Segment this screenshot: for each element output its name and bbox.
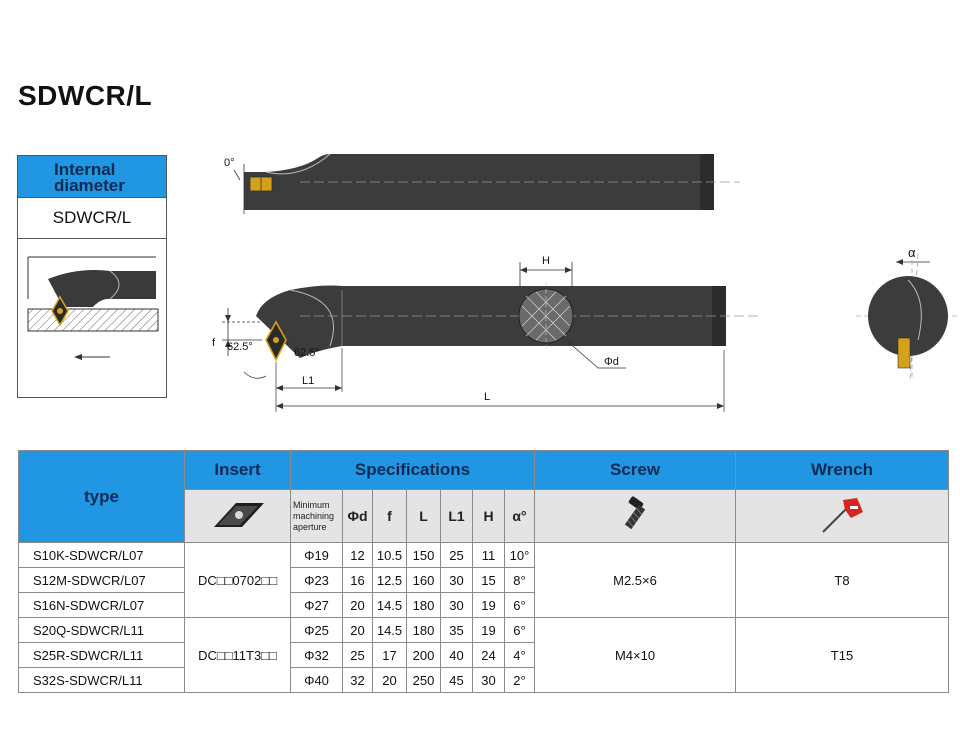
- row-1-type: S10K-SDWCR/L07: [18, 542, 185, 568]
- header-insert: Insert: [184, 450, 291, 490]
- row-2-l: 160: [406, 567, 441, 593]
- card-code: SDWCR/L: [18, 198, 166, 239]
- dim-l-label: L: [484, 391, 490, 403]
- row-3-alpha: 6°: [504, 592, 535, 618]
- row-2-phid: 16: [342, 567, 373, 593]
- row-1-phid: 12: [342, 542, 373, 568]
- col-min-aperture: Minimum machining aperture: [290, 489, 343, 543]
- row-4-l1: 35: [440, 617, 473, 643]
- screw-image-cell: [534, 489, 736, 543]
- row-5-h: 24: [472, 642, 505, 668]
- header-specifications: Specifications: [290, 450, 535, 490]
- dim-phid-label: Φd: [604, 356, 619, 368]
- row-5-alpha: 4°: [504, 642, 535, 668]
- header-screw: Screw: [534, 450, 736, 490]
- col-phid: Φd: [342, 489, 373, 543]
- row-1-l: 150: [406, 542, 441, 568]
- wrench-icon: [822, 497, 863, 533]
- application-card: Internal diameter SDWCR/L: [17, 155, 167, 398]
- row-4-l: 180: [406, 617, 441, 643]
- row-5-l1: 40: [440, 642, 473, 668]
- col-l: L: [406, 489, 441, 543]
- col-f: f: [372, 489, 407, 543]
- row-3-phid: 20: [342, 592, 373, 618]
- card-header: Internal diameter: [18, 156, 166, 198]
- row-3-l: 180: [406, 592, 441, 618]
- group-1-insert: DC□□0702□□: [184, 542, 291, 618]
- group-2-wrench: T15: [735, 617, 949, 693]
- row-2-type: S12M-SDWCR/L07: [18, 567, 185, 593]
- row-1-h: 11: [472, 542, 505, 568]
- angle-zero-label: 0°: [224, 157, 235, 169]
- row-3-type: S16N-SDWCR/L07: [18, 592, 185, 618]
- row-5-aperture: Φ32: [290, 642, 343, 668]
- row-6-h: 30: [472, 667, 505, 693]
- row-6-type: S32S-SDWCR/L11: [18, 667, 185, 693]
- dim-h-label: H: [542, 255, 550, 267]
- row-2-alpha: 8°: [504, 567, 535, 593]
- group-1-screw: M2.5×6: [534, 542, 736, 618]
- group-2-insert: DC□□11T3□□: [184, 617, 291, 693]
- spec-table: type Insert Specifications Screw Wrench …: [18, 450, 949, 693]
- row-1-aperture: Φ19: [290, 542, 343, 568]
- col-l1: L1: [440, 489, 473, 543]
- header-type: type: [18, 450, 185, 543]
- row-4-alpha: 6°: [504, 617, 535, 643]
- row-3-aperture: Φ27: [290, 592, 343, 618]
- row-6-phid: 32: [342, 667, 373, 693]
- angle-right-label: 62.5°: [294, 347, 320, 359]
- wrench-image-cell: [735, 489, 949, 543]
- technical-drawing: 0° H Φd f 62.5° 62.5° L1: [212, 153, 960, 412]
- row-4-h: 19: [472, 617, 505, 643]
- page-title: SDWCR/L: [18, 80, 153, 111]
- row-5-f: 17: [372, 642, 407, 668]
- row-5-type: S25R-SDWCR/L11: [18, 642, 185, 668]
- dim-l1-label: L1: [302, 375, 314, 387]
- row-1-l1: 25: [440, 542, 473, 568]
- group-1-wrench: T8: [735, 542, 949, 618]
- row-1-f: 10.5: [372, 542, 407, 568]
- row-2-f: 12.5: [372, 567, 407, 593]
- angle-left-label: 62.5°: [227, 341, 253, 353]
- row-3-l1: 30: [440, 592, 473, 618]
- group-2-screw: M4×10: [534, 617, 736, 693]
- row-4-phid: 20: [342, 617, 373, 643]
- row-2-aperture: Φ23: [290, 567, 343, 593]
- boring-illustration: [27, 256, 159, 360]
- screw-icon: [624, 495, 646, 529]
- col-h: H: [472, 489, 505, 543]
- col-alpha: α°: [504, 489, 535, 543]
- dim-f-label: f: [212, 337, 216, 349]
- row-5-l: 200: [406, 642, 441, 668]
- row-6-l1: 45: [440, 667, 473, 693]
- row-3-f: 14.5: [372, 592, 407, 618]
- row-4-f: 14.5: [372, 617, 407, 643]
- row-2-l1: 30: [440, 567, 473, 593]
- row-5-phid: 25: [342, 642, 373, 668]
- row-6-aperture: Φ40: [290, 667, 343, 693]
- insert-image-cell: [184, 489, 291, 543]
- row-6-l: 250: [406, 667, 441, 693]
- row-1-alpha: 10°: [504, 542, 535, 568]
- row-4-aperture: Φ25: [290, 617, 343, 643]
- row-6-alpha: 2°: [504, 667, 535, 693]
- row-3-h: 19: [472, 592, 505, 618]
- row-4-type: S20Q-SDWCR/L11: [18, 617, 185, 643]
- insert-icon: [213, 502, 264, 527]
- row-2-h: 15: [472, 567, 505, 593]
- row-6-f: 20: [372, 667, 407, 693]
- header-wrench: Wrench: [735, 450, 949, 490]
